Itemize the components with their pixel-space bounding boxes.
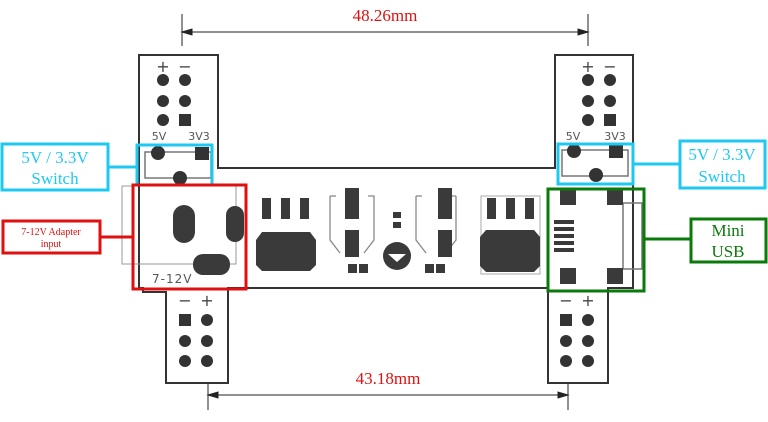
switch-callout-left-line1: 5V / 3.3V — [21, 148, 89, 167]
bottom-dimension-label: 43.18mm — [356, 369, 421, 388]
adapter-voltage-label: 7-12V — [152, 272, 192, 286]
minus-label: − — [603, 57, 616, 76]
switch-footprint-left — [144, 146, 212, 185]
3v3-label: 3V3 — [604, 130, 626, 143]
adapter-callout-line1: 7-12V Adapter — [21, 227, 81, 238]
board-outline — [138, 54, 634, 384]
switch-callout-left-line2: Switch — [31, 169, 79, 188]
minus-label: − — [559, 291, 572, 310]
header-pins-top-right — [582, 74, 616, 126]
center-components — [383, 212, 411, 270]
header-pins-bottom-left — [179, 314, 213, 367]
capacitor-right — [415, 188, 457, 273]
header-pins-top-left — [157, 74, 191, 126]
top-dimension-label: 48.26mm — [353, 6, 418, 25]
plus-label: + — [156, 57, 169, 76]
switch-callout-right-line2: Switch — [698, 167, 746, 186]
mini-usb-footprint — [554, 189, 643, 284]
plus-label: + — [200, 291, 213, 310]
usb-callout-line2: USB — [711, 242, 744, 261]
usb-callout — [546, 187, 768, 293]
3v3-label: 3V3 — [188, 130, 210, 143]
regulator-right — [480, 195, 541, 275]
adapter-callout — [1, 183, 248, 291]
top-dimension — [180, 14, 590, 46]
5v-label: 5V — [566, 130, 581, 143]
minus-label: − — [178, 291, 191, 310]
plus-label: + — [581, 291, 594, 310]
switch-callout-right — [556, 139, 767, 190]
capacitor-left — [329, 188, 375, 273]
bottom-dimension — [206, 382, 570, 410]
switch-footprint-right — [561, 144, 629, 182]
5v-label: 5V — [152, 130, 167, 143]
switch-callout-right-line1: 5V / 3.3V — [688, 145, 756, 164]
header-pins-bottom-right — [560, 314, 594, 367]
regulator-left — [256, 198, 316, 271]
plus-label: + — [581, 57, 594, 76]
minus-label: − — [178, 57, 191, 76]
adapter-callout-line2: input — [41, 239, 62, 250]
usb-callout-line1: Mini — [711, 221, 744, 240]
